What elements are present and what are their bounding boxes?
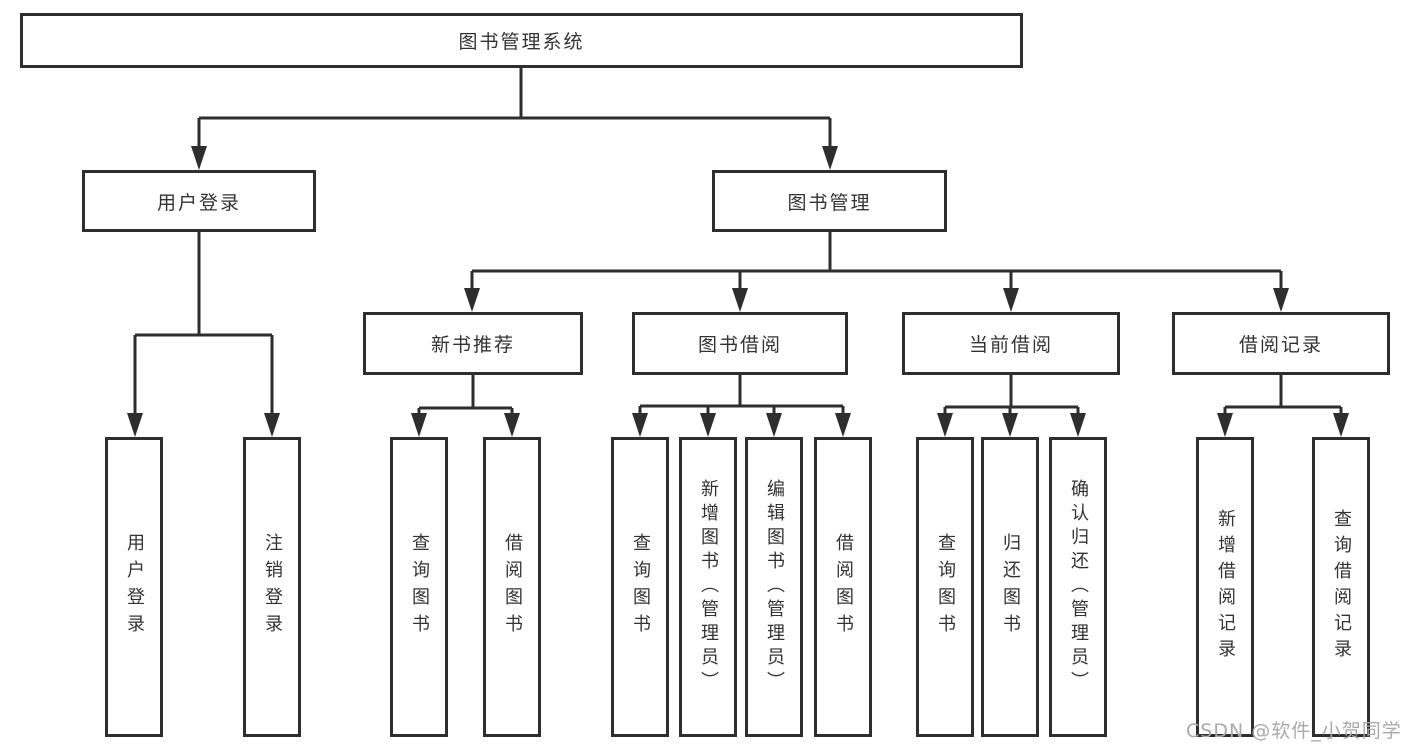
leaf-query-books-2: 查询图书 [611, 437, 669, 737]
leaf-query-books-1: 查询图书 [390, 437, 448, 737]
leaf-edit-books-admin: 编辑图书（管理员） [745, 437, 803, 737]
leaf-user-login: 用户登录 [105, 437, 163, 737]
leaf-confirm-return-admin: 确认归还（管理员） [1049, 437, 1107, 737]
leaf-logout: 注销登录 [243, 437, 301, 737]
leaf-query-borrow-record: 查询借阅记录 [1312, 437, 1370, 737]
node-root: 图书管理系统 [20, 13, 1023, 68]
node-user-login: 用户登录 [82, 170, 316, 232]
node-book-management: 图书管理 [712, 170, 947, 232]
node-new-book-recommend: 新书推荐 [363, 312, 583, 375]
node-book-borrow: 图书借阅 [632, 312, 848, 375]
leaf-add-books-admin: 新增图书（管理员） [679, 437, 737, 737]
leaf-query-books-3: 查询图书 [916, 437, 974, 737]
csdn-watermark: CSDN @软件_小贺同学 [1186, 720, 1402, 742]
node-current-borrow: 当前借阅 [902, 312, 1120, 375]
node-borrow-records: 借阅记录 [1172, 312, 1390, 375]
leaf-add-borrow-record: 新增借阅记录 [1196, 437, 1254, 737]
leaf-borrow-books-1: 借阅图书 [483, 437, 541, 737]
arrowhead-icons [127, 146, 1349, 437]
leaf-borrow-books-2: 借阅图书 [814, 437, 872, 737]
leaf-return-books: 归还图书 [981, 437, 1039, 737]
